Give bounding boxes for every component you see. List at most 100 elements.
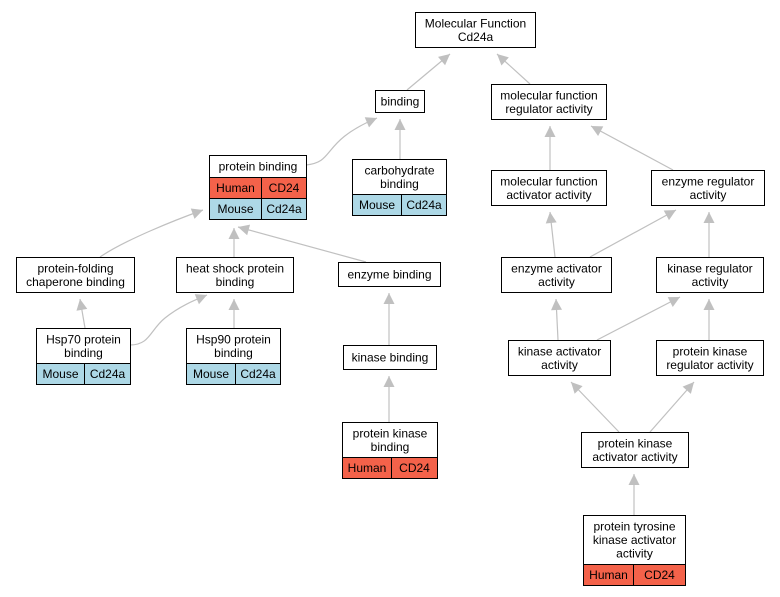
edge-line [570, 381, 620, 433]
edge-line [596, 296, 681, 341]
gene-label[interactable]: Cd24a [266, 202, 302, 216]
gene-label[interactable]: Cd24a [240, 367, 276, 381]
edge-line [649, 381, 695, 433]
edge-pk_activator-to-pk_regulator [649, 381, 695, 433]
node-label: Molecular Function [425, 16, 526, 30]
edge-ptk_activator-to-pk_activator [628, 474, 640, 515]
edge-line [129, 294, 208, 346]
node-label: activator activity [592, 450, 677, 464]
edge-enzyme_activator-to-enzyme_regulator [589, 209, 677, 258]
node-box [656, 257, 764, 293]
node-label: enzyme regulator [662, 174, 755, 188]
edge-line [590, 125, 674, 171]
node-label: molecular function [500, 88, 597, 102]
node-label: binding [214, 346, 253, 360]
node-label: binding [371, 440, 410, 454]
edge-mf_regulator-to-root [496, 53, 531, 85]
edge-carbohydrate_binding-to-binding [394, 119, 406, 159]
arrowhead [76, 299, 88, 311]
edge-hsp70-to-heat_shock [129, 294, 208, 346]
species-label: Mouse [359, 198, 395, 212]
gene-cell [261, 198, 307, 220]
edge-hsp90-to-heat_shock [228, 299, 240, 328]
edge-enzyme_binding-to-protein_binding [237, 224, 367, 263]
node-box [343, 345, 437, 370]
node-label: kinase activator [593, 533, 676, 547]
node-label: Hsp70 protein [46, 332, 121, 346]
node-box [375, 90, 425, 113]
gene-label[interactable]: CD24 [399, 461, 430, 475]
gene-label[interactable]: CD24 [269, 181, 300, 195]
species-label: Human [348, 461, 387, 475]
gene-label[interactable]: CD24 [644, 568, 675, 582]
arrowhead [545, 212, 557, 224]
gene-label[interactable]: Cd24a [90, 367, 126, 381]
node-box [16, 257, 135, 293]
edge-line [589, 209, 677, 258]
node-box [415, 12, 536, 48]
arrowhead [682, 382, 694, 394]
node-label: activity [692, 275, 729, 289]
edge-kinase_regulator-to-enzyme_regulator [703, 212, 715, 257]
node-label: activity [541, 358, 578, 372]
arrowhead [628, 474, 640, 485]
go-term-node-binding[interactable]: binding [375, 90, 425, 113]
go-term-node-kinase-binding[interactable]: kinase binding [343, 345, 437, 370]
arrowhead [497, 54, 509, 66]
node-label: activity [690, 188, 727, 202]
node-label: enzyme activator [511, 261, 602, 275]
arrowhead [438, 54, 450, 66]
edge-line [237, 226, 367, 263]
node-box [583, 515, 686, 565]
edge-protein_binding-to-binding [305, 117, 378, 166]
edge-pk_binding-to-kinase_binding [383, 376, 395, 422]
arrowhead [667, 297, 680, 307]
go-term-node-enzyme-binding[interactable]: enzyme binding [338, 262, 441, 287]
species-label: Mouse [42, 367, 78, 381]
gene-cell [401, 194, 447, 216]
arrowhead [571, 382, 583, 394]
species-label: Human [216, 181, 255, 195]
gene-cell [235, 363, 281, 385]
node-box [491, 170, 607, 206]
edge-heat_shock-to-protein_binding [228, 228, 240, 257]
arrowhead [228, 228, 240, 239]
edge-enzyme_activator-to-mf_activator [545, 211, 557, 258]
node-label: protein tyrosine [593, 520, 675, 534]
species-label: Mouse [217, 202, 253, 216]
arrowhead [190, 208, 203, 219]
node-label: binding [64, 346, 103, 360]
node-label: Hsp90 protein [196, 332, 271, 346]
edge-hsp70-to-protein_folding [76, 298, 88, 329]
edge-kinase_activator-to-enzyme_activator [551, 298, 563, 341]
node-label: binding [381, 95, 420, 109]
edge-pk_regulator-to-kinase_regulator [703, 299, 715, 340]
arrowhead [551, 299, 563, 311]
arrowhead [663, 210, 676, 221]
gene-label[interactable]: Cd24a [406, 198, 442, 212]
node-label: protein binding [219, 160, 298, 174]
annotation-row-human: Human CD24 [209, 177, 307, 199]
node-label: protein kinase [673, 344, 748, 358]
node-box [352, 159, 447, 195]
node-label: molecular function [500, 174, 597, 188]
